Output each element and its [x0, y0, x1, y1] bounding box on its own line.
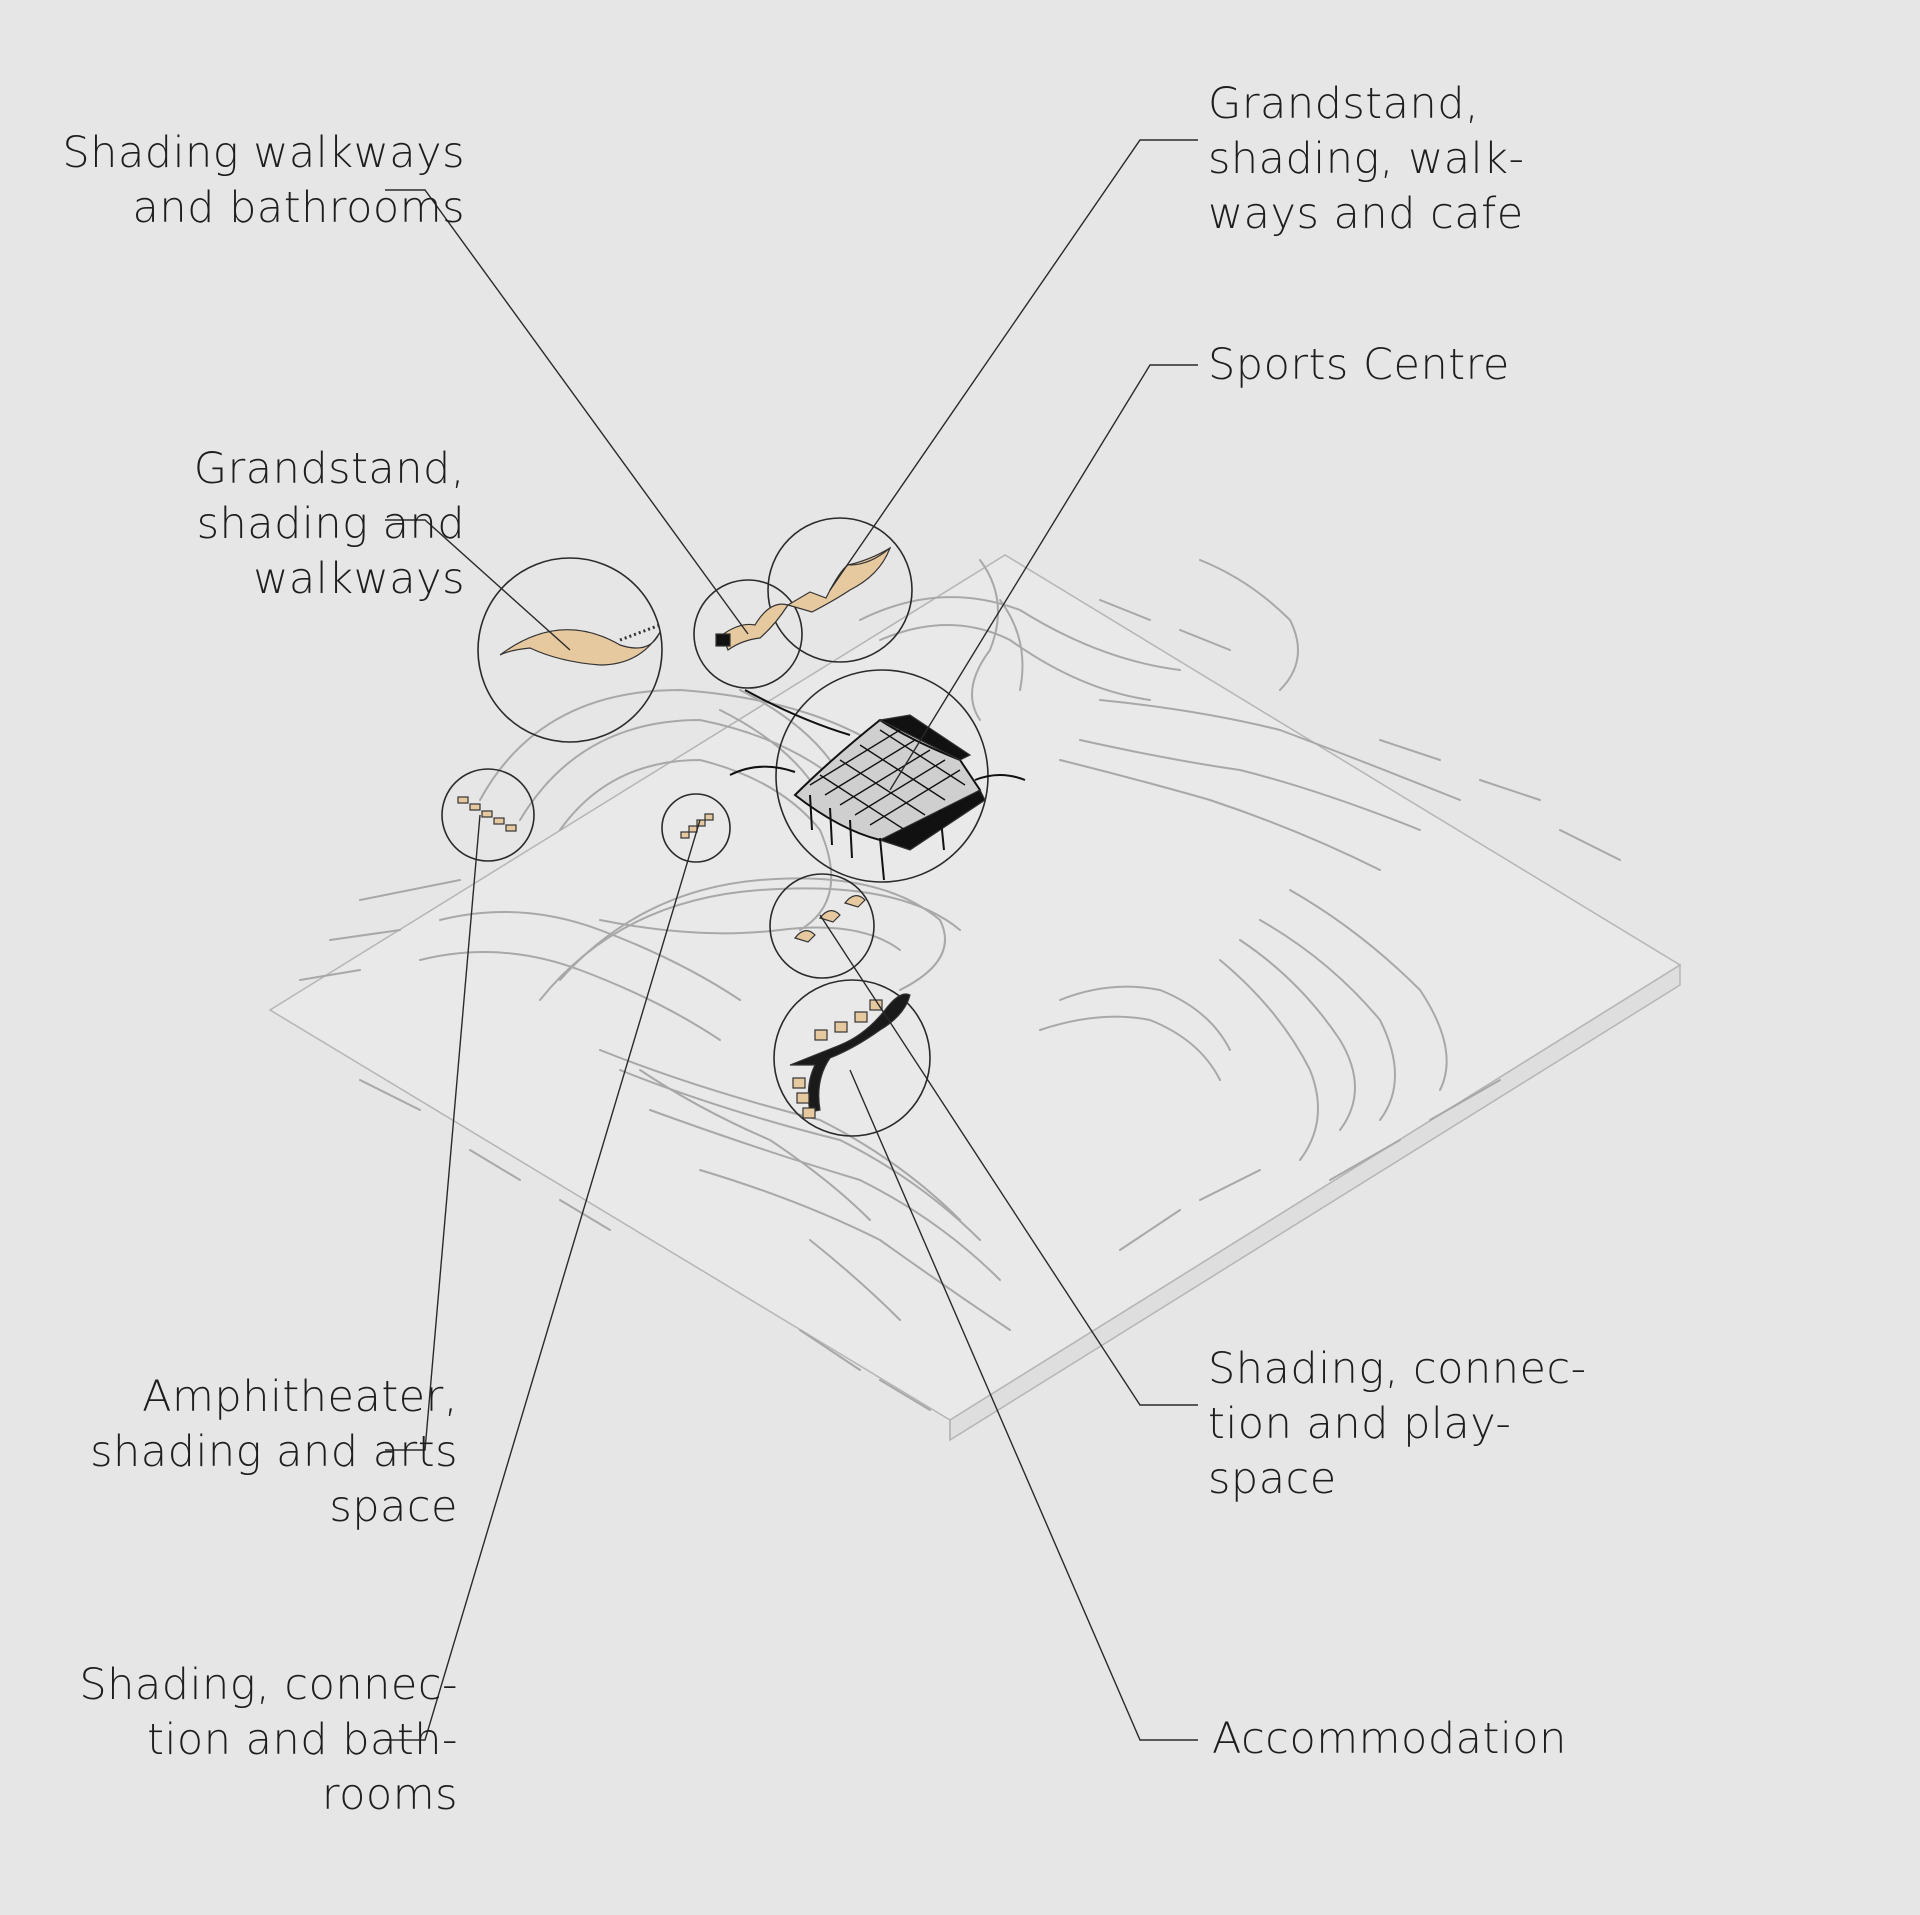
grandstand-canopy [499, 629, 661, 666]
label-shading-walkways: Shading walkways and bathrooms [20, 126, 465, 236]
label-grandstand-walkways: Grandstand, shading and walkways [20, 442, 465, 607]
circle-grandstand-walkways [477, 557, 663, 743]
accommodation-blocks [789, 993, 911, 1119]
cafe-canopy [786, 546, 892, 613]
sports-centre-roof [729, 689, 1026, 881]
playspace-canopies [793, 895, 866, 943]
leader-amphitheater [385, 814, 481, 1451]
label-grandstand-cafe: Grandstand, shading, walk- ways and cafe [1208, 77, 1628, 242]
label-line: Grandstand, [193, 444, 465, 494]
label-line: Shading, connec- [1208, 1344, 1587, 1394]
label-line: Accommodation [1212, 1714, 1567, 1764]
circle-shading-walkways [693, 579, 803, 689]
leader-sports-centre [889, 364, 1198, 791]
leader-grandstand-cafe [829, 139, 1198, 591]
label-line: Amphitheater, [142, 1372, 458, 1422]
label-shading-playspace: Shading, connec- tion and play- space [1208, 1342, 1628, 1507]
label-line: space [1208, 1454, 1337, 1504]
circle-grandstand-cafe [767, 517, 913, 663]
leader-shading-walkways [385, 189, 749, 635]
leader-shading-bathrooms [385, 819, 701, 1741]
label-sports-centre: Sports Centre [1208, 338, 1628, 393]
label-line: ways and cafe [1208, 189, 1524, 239]
amphitheater-blocks [457, 796, 517, 832]
label-line: tion and play- [1208, 1399, 1512, 1449]
label-line: Sports Centre [1208, 340, 1510, 390]
leader-grandstand-walkways [385, 519, 571, 651]
label-amphitheater: Amphitheater, shading and arts space [20, 1370, 458, 1535]
structures [457, 546, 1026, 1119]
label-line: rooms [321, 1770, 458, 1820]
label-line: shading and arts [90, 1427, 458, 1477]
label-accommodation: Accommodation [1212, 1712, 1632, 1767]
label-line: space [329, 1482, 458, 1532]
circle-amphitheater [441, 768, 535, 862]
circle-shading-playspace [769, 873, 875, 979]
label-line: Grandstand, [1208, 79, 1480, 129]
leader-lines [385, 139, 1198, 1741]
leader-accommodation [849, 1069, 1198, 1741]
label-shading-bathrooms: Shading, connec- tion and bath- rooms [20, 1658, 458, 1823]
label-line: and bathrooms [132, 183, 465, 233]
circle-accommodation [773, 979, 931, 1137]
label-line: shading and [196, 499, 465, 549]
label-line: Shading, connec- [79, 1660, 458, 1710]
circle-shading-bathrooms [661, 793, 731, 863]
label-line: tion and bath- [147, 1715, 458, 1765]
label-line: shading, walk- [1208, 134, 1525, 184]
label-line: Shading walkways [62, 128, 465, 178]
label-line: walkways [253, 554, 465, 604]
leader-shading-playspace [819, 914, 1198, 1406]
